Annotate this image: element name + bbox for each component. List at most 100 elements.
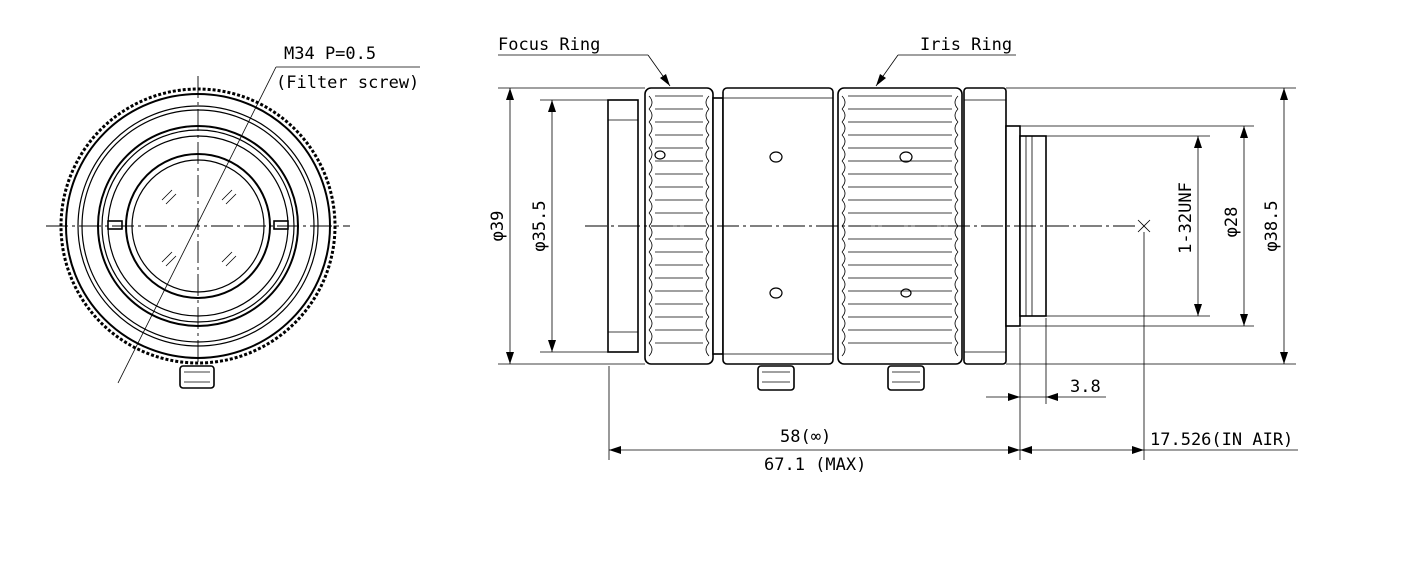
knurl-ridge bbox=[954, 95, 959, 110]
knurl-ridge bbox=[841, 121, 846, 136]
glass-hatch bbox=[161, 189, 237, 267]
front-lock-screw bbox=[179, 365, 215, 389]
screw-holes bbox=[654, 150, 913, 299]
knurl-ridge bbox=[841, 147, 846, 162]
knurl-ridge bbox=[648, 290, 653, 305]
knurl-ridge bbox=[648, 160, 653, 175]
knurl-ridge bbox=[841, 95, 846, 110]
knurl-ridge bbox=[648, 134, 653, 149]
knurl-ridge bbox=[954, 329, 959, 344]
dim-dia-38-5: φ38.5 bbox=[1262, 200, 1282, 251]
knurl-ridge bbox=[648, 316, 653, 331]
knurl-ridge bbox=[705, 95, 710, 110]
knurl-ridge bbox=[648, 173, 653, 188]
knurl-ridge bbox=[841, 199, 846, 214]
dim-flange-back: 17.526(IN AIR) bbox=[1150, 430, 1293, 450]
knurl-ridge bbox=[705, 225, 710, 240]
focal-point-mark-b bbox=[1137, 219, 1151, 233]
dim-dia-35-5: φ35.5 bbox=[530, 200, 550, 251]
knurl-ridge bbox=[648, 225, 653, 240]
knurl-ridge bbox=[954, 173, 959, 188]
knurl-ridge bbox=[648, 329, 653, 344]
knurl-ridge bbox=[648, 199, 653, 214]
knurl-ridge bbox=[705, 277, 710, 292]
knurl-ridge bbox=[841, 342, 846, 357]
knurl-ridge bbox=[954, 134, 959, 149]
knurl-ridge bbox=[954, 238, 959, 253]
knurl-ridge bbox=[841, 290, 846, 305]
knurl-ridge bbox=[954, 186, 959, 201]
focus-lock-screw bbox=[757, 365, 795, 391]
side-view: Focus Ring Iris Ring bbox=[498, 35, 1151, 391]
front-notch-left bbox=[107, 220, 123, 230]
knurl-ridge bbox=[954, 251, 959, 266]
knurl-ridge bbox=[841, 160, 846, 175]
knurl-ridge bbox=[954, 264, 959, 279]
knurl-ridge bbox=[954, 108, 959, 123]
iris-ring-label: Iris Ring bbox=[920, 35, 1012, 55]
dim-length-infinity: 58(∞) bbox=[780, 427, 831, 447]
knurl-ridge bbox=[648, 147, 653, 162]
knurl-ridge bbox=[841, 303, 846, 318]
knurl-ridge bbox=[648, 342, 653, 357]
filter-leader-line bbox=[117, 66, 277, 384]
iris-ring-knurl bbox=[841, 95, 959, 357]
knurl-ridge bbox=[648, 303, 653, 318]
knurl-ridge bbox=[954, 316, 959, 331]
knurl-ridge bbox=[841, 225, 846, 240]
knurl-ridge bbox=[705, 251, 710, 266]
knurl-ridge bbox=[705, 108, 710, 123]
knurl-ridge bbox=[648, 264, 653, 279]
knurl-ridge bbox=[841, 173, 846, 188]
knurl-ridge bbox=[705, 316, 710, 331]
knurl-ridge bbox=[705, 121, 710, 136]
front-view: M34 P=0.5 (Filter screw) bbox=[46, 44, 420, 389]
knurl-ridge bbox=[648, 277, 653, 292]
knurl-ridge bbox=[841, 108, 846, 123]
knurl-ridge bbox=[954, 290, 959, 305]
dim-dia-28: φ28 bbox=[1222, 207, 1242, 238]
dim-mount-length: 3.8 bbox=[1070, 377, 1101, 397]
knurl-ridge bbox=[705, 147, 710, 162]
knurl-ridge bbox=[648, 108, 653, 123]
knurl-ridge bbox=[954, 147, 959, 162]
knurl-ridge bbox=[705, 303, 710, 318]
knurl-ridge bbox=[841, 329, 846, 344]
knurl-ridge bbox=[841, 186, 846, 201]
focus-ring-label: Focus Ring bbox=[498, 35, 600, 55]
knurl-ridge bbox=[841, 212, 846, 227]
knurl-ridge bbox=[954, 225, 959, 240]
knurl-ridge bbox=[648, 212, 653, 227]
knurl-ridge bbox=[954, 212, 959, 227]
knurl-ridge bbox=[705, 186, 710, 201]
dim-dia-39: φ39 bbox=[488, 211, 508, 242]
knurl-ridge bbox=[841, 264, 846, 279]
knurl-ridge bbox=[841, 238, 846, 253]
knurl-ridge bbox=[648, 95, 653, 110]
front-notch-right bbox=[273, 220, 289, 230]
knurl-ridge bbox=[954, 121, 959, 136]
knurl-ridge bbox=[954, 160, 959, 175]
knurl-ridge bbox=[648, 121, 653, 136]
focus-ring-knurl bbox=[648, 95, 710, 357]
knurl-ridge bbox=[841, 251, 846, 266]
knurl-ridge bbox=[705, 199, 710, 214]
filter-screw-label: (Filter screw) bbox=[276, 73, 419, 93]
knurl-ridge bbox=[705, 160, 710, 175]
knurl-ridge bbox=[954, 199, 959, 214]
knurl-ridge bbox=[705, 342, 710, 357]
iris-lock-screw bbox=[887, 365, 925, 391]
knurl-ridge bbox=[841, 277, 846, 292]
dimensions: φ39 φ35.5 1-32UNF φ28 φ38.5 bbox=[488, 87, 1298, 475]
knurl-ridge bbox=[705, 173, 710, 188]
knurl-ridge bbox=[705, 238, 710, 253]
knurl-ridge bbox=[705, 212, 710, 227]
knurl-ridge bbox=[648, 251, 653, 266]
knurl-ridge bbox=[705, 134, 710, 149]
knurl-ridge bbox=[648, 238, 653, 253]
knurl-ridge bbox=[841, 316, 846, 331]
knurl-ridge bbox=[648, 186, 653, 201]
knurl-ridge bbox=[954, 342, 959, 357]
knurl-ridge bbox=[954, 303, 959, 318]
